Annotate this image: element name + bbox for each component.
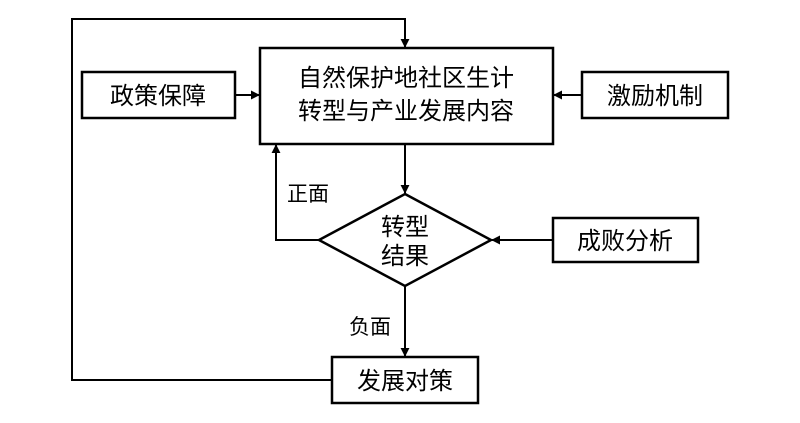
development-countermeasure-label: 发展对策 bbox=[357, 367, 453, 395]
main-content-line1: 自然保护地社区生计 bbox=[298, 64, 514, 92]
edge-label-positive: 正面 bbox=[287, 182, 329, 206]
decision-line2: 结果 bbox=[381, 242, 429, 270]
node-success-failure-analysis: 成败分析 bbox=[551, 216, 700, 264]
node-development-countermeasure: 发展对策 bbox=[330, 355, 480, 405]
decision-line1: 转型 bbox=[381, 213, 429, 241]
main-content-line2: 转型与产业发展内容 bbox=[298, 97, 514, 125]
node-policy-support: 政策保障 bbox=[80, 70, 237, 120]
success-failure-analysis-label: 成败分析 bbox=[577, 227, 673, 255]
policy-support-label: 政策保障 bbox=[110, 82, 206, 110]
node-incentive-mechanism: 激励机制 bbox=[580, 70, 730, 120]
arrow-feedback-countermeasure-to-main bbox=[71, 18, 410, 381]
edge-label-negative: 负面 bbox=[349, 315, 391, 339]
node-main-content: 自然保护地社区生计 转型与产业发展内容 bbox=[258, 46, 555, 146]
incentive-mechanism-label: 激励机制 bbox=[607, 82, 703, 110]
arrow-positive-to-main bbox=[271, 144, 319, 241]
node-transition-result-decision: 转型 结果 bbox=[316, 192, 494, 288]
